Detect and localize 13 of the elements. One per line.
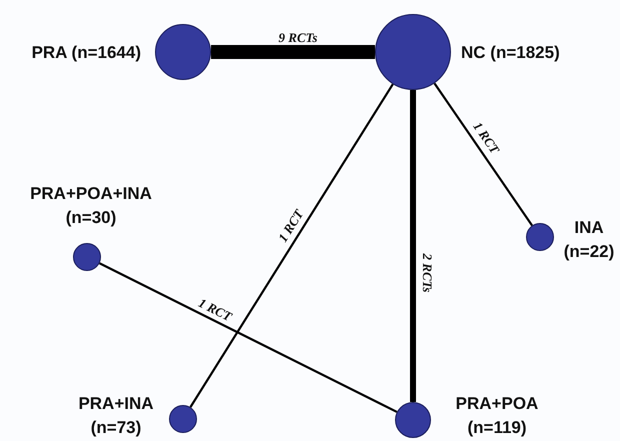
node-label: PRA+INA (n=73) — [77, 393, 155, 439]
connector-line — [434, 82, 533, 226]
edge-label: 2 RCTs — [420, 252, 434, 294]
connector-line — [410, 90, 416, 402]
node-label: PRA (n=1644) — [32, 42, 141, 64]
connector-line — [99, 262, 398, 413]
node-label: INA (n=22) — [562, 217, 616, 263]
connector-line — [211, 45, 375, 59]
edge-label: 9 RCTs — [278, 31, 318, 45]
connector-line — [190, 84, 394, 408]
node-label: PRA+POA (n=119) — [454, 393, 540, 439]
node-label: NC (n=1825) — [461, 42, 560, 64]
node-label: PRA+POA+INA (n=30) — [29, 183, 153, 229]
